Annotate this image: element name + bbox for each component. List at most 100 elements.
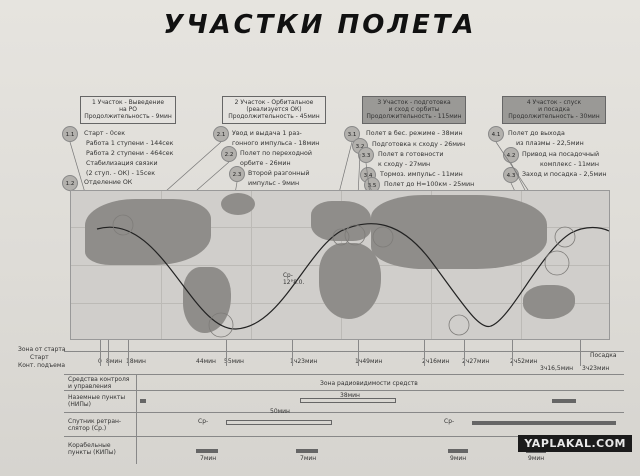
step-2-1-text-a: Увод и выдача 1 раз-	[232, 130, 302, 137]
phase-4-duration: Продолжительность - 30мин	[508, 113, 600, 120]
tick-7: 2ч16мин	[422, 358, 450, 365]
step-3-4-text: Тормоз. импульс - 11мин	[380, 171, 463, 178]
step-4-1-text-a: Полет до выхода	[508, 130, 565, 137]
step-2-3-text-b: импульс - 9мин	[248, 180, 300, 187]
ship-station-bar-3	[448, 449, 468, 453]
start-label: Старт	[30, 354, 49, 361]
greenland-shape	[221, 193, 255, 215]
phase-1-title: 1 Участок - Выведение	[91, 99, 165, 106]
tick-10: 3ч16,5мин	[540, 365, 574, 372]
relay-sat-label-b: слятор (Ср.)	[68, 425, 107, 432]
relay-sat-duration: 50мин	[270, 408, 290, 415]
world-map: Ср- 12°8.0.	[70, 190, 610, 340]
north-america-shape	[85, 199, 211, 265]
ground-stations-bar-2	[300, 398, 396, 403]
step-1-2-marker: 1.2	[62, 175, 78, 191]
step-1-stage1-text: Работа 1 ступени - 144сек	[86, 140, 174, 147]
orbit-trajectory	[96, 214, 609, 338]
ship-station-mark-4: 9мин	[528, 455, 545, 462]
tick-11: 3ч23мин	[582, 365, 610, 372]
zone-from-start-label: Зона от старта	[18, 346, 66, 353]
relay-sat-label-a: Спутник ретран-	[68, 418, 122, 425]
phase-2-subtitle: (реализуется ОК)	[246, 106, 302, 113]
site-watermark: YAPLAKAL.COM	[518, 435, 632, 452]
south-america-shape	[183, 267, 231, 333]
table-row-line-2	[64, 412, 624, 413]
tick-2: 18мин	[126, 358, 146, 365]
ship-station-bar-1	[196, 449, 218, 453]
ship-station-mark-2: 7мин	[300, 455, 317, 462]
australia-shape	[523, 285, 575, 319]
phase-3-title: 3 Участок - подготовка	[377, 99, 451, 106]
europe-shape	[311, 201, 371, 241]
ground-stations-bar-3	[552, 399, 576, 403]
table-top-line	[64, 374, 624, 375]
means-header-b: и управления	[68, 383, 112, 390]
step-4-2-text-a: Привод на посадочный	[522, 151, 600, 158]
phase-2-title: 2 Участок - Орбитальное	[234, 99, 314, 106]
table-divider	[136, 374, 137, 464]
step-2-2-text-a: Полет по переходной	[240, 150, 312, 157]
ship-station-mark-3: 9мин	[450, 455, 467, 462]
phase-4-subtitle: и посадка	[538, 106, 570, 113]
step-2-3-text-a: Второй разгонный	[248, 170, 310, 177]
ship-station-bar-2	[296, 449, 318, 453]
tick-8: 2ч27мин	[462, 358, 490, 365]
relay-sat-post: Ср-	[444, 418, 455, 425]
step-1-1-text: Старт - 0сек	[84, 130, 126, 137]
phase-3-box: 3 Участок - подготовка и сход с орбиты П…	[362, 96, 466, 124]
step-1-stabilization-detail: (2 ступ. - ОК) - 15сек	[86, 170, 156, 177]
relay-sat-bar	[226, 420, 332, 425]
step-3-2-text: Подготовка к сходу - 26мин	[372, 141, 466, 148]
phase-3-subtitle: и сход с орбиты	[388, 106, 440, 113]
phase-2-duration: Продолжительность - 45мин	[228, 113, 320, 120]
phase-1-subtitle: на РО	[119, 106, 137, 113]
step-1-1-marker: 1.1	[62, 126, 78, 142]
tick-5: 1ч23мин	[290, 358, 318, 365]
step-4-2-text-b: комплекс - 11мин	[540, 161, 599, 168]
phase-2-box: 2 Участок - Орбитальное (реализуется ОК)…	[222, 96, 326, 124]
step-3-1-text: Полет в бес. режиме - 38мин	[366, 130, 463, 137]
timeline-axis	[64, 351, 624, 352]
step-2-2-text-b: орбите - 26мин	[240, 160, 291, 167]
step-2-2-marker: 2.2	[221, 146, 237, 162]
ground-stations-label-a: Наземные пункты	[68, 394, 126, 401]
relay-sat-pre: Ср-	[198, 418, 209, 425]
ship-station-mark-1: 7мин	[200, 455, 217, 462]
phase-4-title: 4 Участок - спуск	[526, 99, 582, 106]
table-row-line-3	[64, 436, 624, 437]
tick-1: 8мин	[106, 358, 123, 365]
africa-shape	[319, 243, 381, 319]
tick-6: 1ч49мин	[355, 358, 383, 365]
ground-stations-bar-1	[140, 399, 146, 403]
ship-stations-label-a: Корабельные	[68, 442, 111, 449]
step-2-3-marker: 2.3	[229, 166, 245, 182]
step-2-1-marker: 2.1	[213, 126, 229, 142]
step-4-3-text: Заход и посадка - 2,5мин	[522, 171, 607, 178]
phase-1-duration: Продолжительность - 9мин	[84, 113, 172, 120]
step-3-3-marker: 3.3	[358, 147, 374, 163]
step-4-1-marker: 4.1	[488, 126, 504, 142]
relay-sat-bar-2	[472, 421, 616, 425]
tick-3: 44мин	[196, 358, 216, 365]
phase-1-box: 1 Участок - Выведение на РО Продолжитель…	[80, 96, 176, 124]
step-1-stabilization-text: Стабилизация связки	[86, 160, 158, 167]
visibility-zone-label: Зона радиовидимости средств	[320, 380, 418, 387]
step-2-1-text-b: гонного импульса - 18мин	[232, 140, 320, 147]
tick-9: 2ч52мин	[510, 358, 538, 365]
relay-satellite-label: Ср- 12°8.0.	[283, 273, 305, 286]
tick-0: 0	[98, 358, 102, 365]
step-1-2-text: Отделение ОК	[84, 179, 133, 186]
ascent-control-label: Конт. подъема	[18, 362, 66, 369]
ground-stations-duration: 38мин	[340, 392, 360, 399]
ground-stations-label-b: (НИПы)	[68, 401, 91, 408]
tick-4: 55мин	[224, 358, 244, 365]
step-3-3-text-a: Полет в готовности	[378, 151, 444, 158]
means-header-a: Средства контроля	[68, 376, 130, 383]
step-3-3-text-b: к сходу - 27мин	[378, 161, 431, 168]
table-row-line-1	[64, 390, 624, 391]
landing-label: Посадка	[590, 352, 617, 359]
step-1-stage2-text: Работа 2 ступени - 464сек	[86, 150, 174, 157]
poster-title: УЧАСТКИ ПОЛЕТА	[163, 10, 477, 40]
